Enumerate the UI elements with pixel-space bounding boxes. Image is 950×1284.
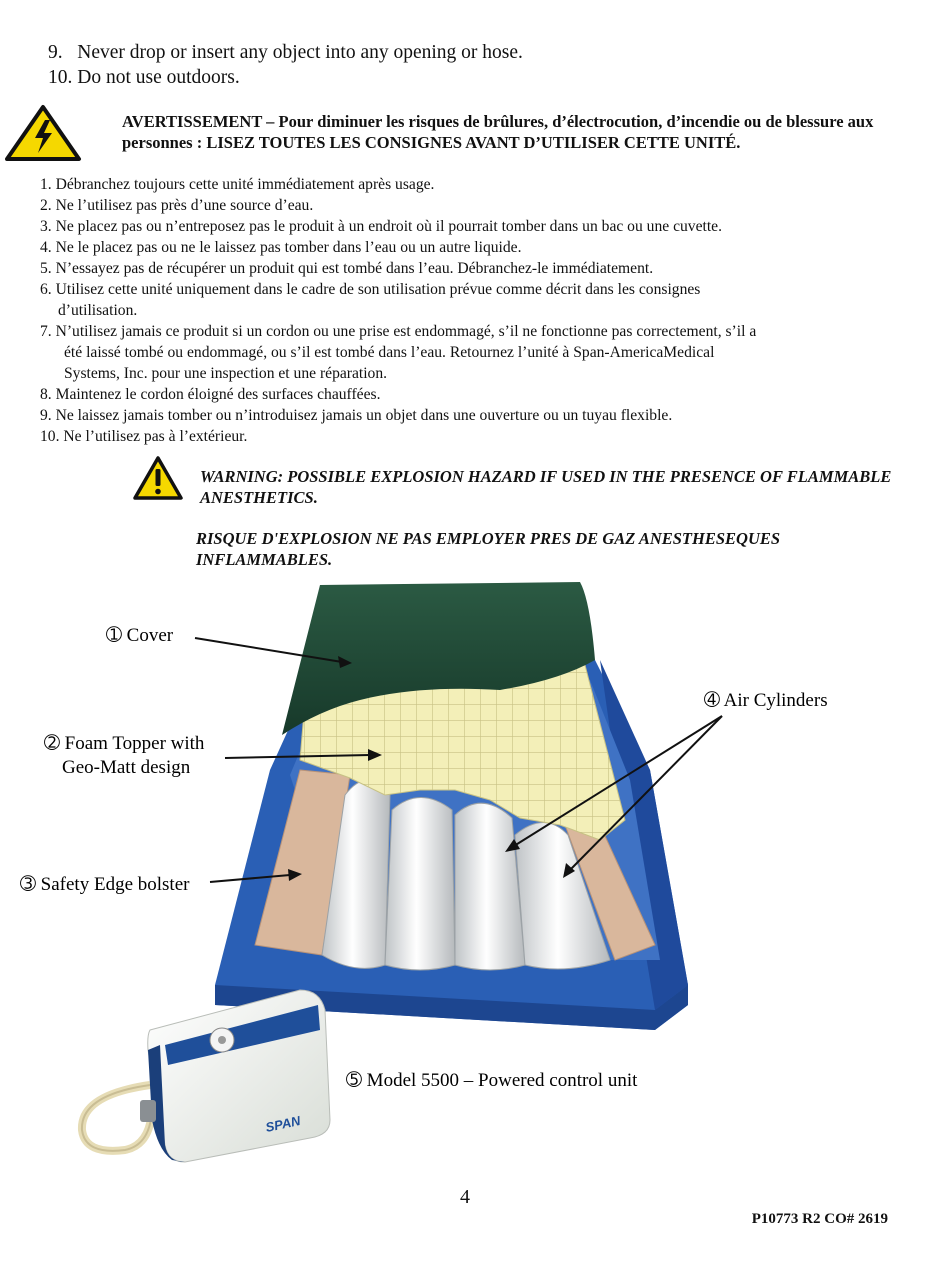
label-foam-topper: ➁ Foam Topper with [44,733,205,754]
french-warning-list: 1. Débranchez toujours cette unité imméd… [40,174,920,447]
foam-topper [299,664,626,841]
list-item: 7. N’utilisez jamais ce produit si un co… [40,323,757,340]
list-item: 10. Do not use outdoors. [48,67,240,88]
list-item: 5. N’essayez pas de récupérer un produit… [40,260,654,277]
list-item: 1. Débranchez toujours cette unité imméd… [40,176,435,193]
label-control-unit: ➄ Model 5500 – Powered control unit [346,1070,638,1091]
list-item: 3. Ne placez pas ou n’entreposez pas le … [40,218,723,235]
control-unit: SPAN [78,989,331,1163]
label-foam-topper-line2: Geo-Matt design [62,757,191,778]
mattress-diagram: SPAN ➀ Cover ➁ Foam Topper with Geo-Matt… [20,582,828,1163]
explosion-warning-french: RISQUE D'EXPLOSION NE PAS EMPLOYER PRES … [196,529,781,569]
label-air-cylinders: ➃ Air Cylinders [704,690,828,711]
electric-hazard-icon [5,105,81,161]
label-safety-edge: ➂ Safety Edge bolster [20,874,190,895]
mattress-cover [282,582,595,735]
air-cylinders [321,779,611,971]
avertissement-heading: AVERTISSEMENT – Pour diminuer les risque… [122,112,874,152]
list-item: 6. Utilisez cette unité uniquement dans … [40,281,701,298]
list-item-continuation: Systems, Inc. pour une inspection et une… [64,365,388,382]
document-code: P10773 R2 CO# 2619 [751,1211,888,1227]
callout-arrows [194,637,723,883]
caution-exclamation-icon [133,456,183,500]
brand-logo: SPAN [264,1113,302,1135]
list-item-continuation: d’utilisation. [58,302,138,319]
list-item: 9. Ne laissez jamais tomber ou n’introdu… [40,407,673,424]
list-item: 4. Ne le placez pas ou ne le laissez pas… [40,239,522,256]
list-item-continuation: été laissé tombé ou endommagé, ou s’il e… [64,344,715,361]
list-item: 2. Ne l’utilisez pas près d’une source d… [40,197,314,214]
english-warning-list: 9. Never drop or insert any object into … [48,40,523,90]
page-number: 4 [460,1186,470,1208]
label-cover: ➀ Cover [106,625,174,646]
list-item: 9. Never drop or insert any object into … [48,42,523,63]
explosion-warning-english: WARNING: POSSIBLE EXPLOSION HAZARD IF US… [200,467,892,507]
list-item: 8. Maintenez le cordon éloigné des surfa… [40,386,381,403]
list-item: 10. Ne l’utilisez pas à l’extérieur. [40,428,248,445]
